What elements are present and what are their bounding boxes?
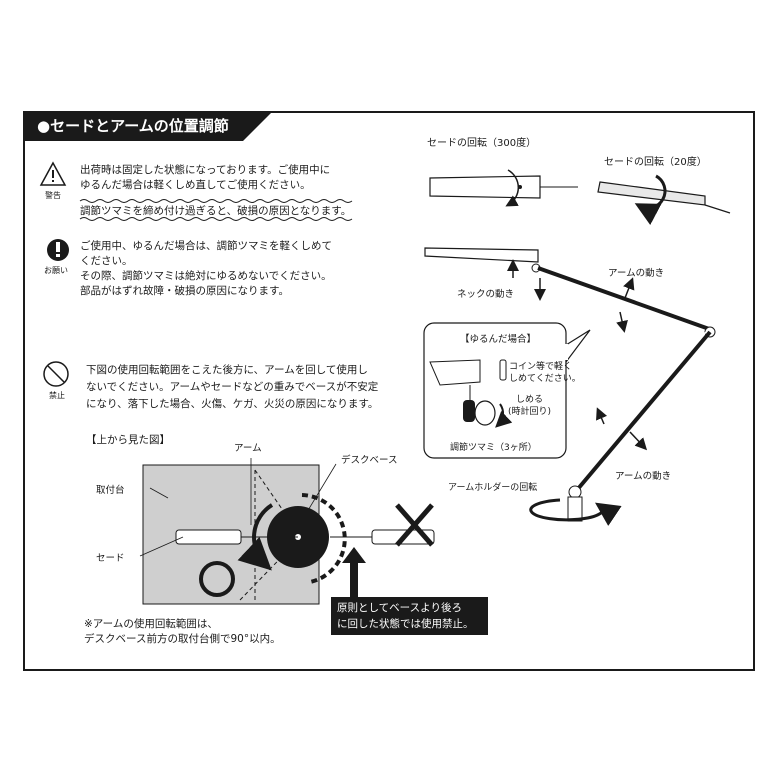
coin-line-1: コイン等で軽く — [509, 362, 573, 372]
warning-note: 調節ツマミを締め付け過ぎると、破損の原因となります。 — [80, 205, 352, 217]
section-frame — [23, 111, 755, 671]
label-neck-motion: ネックの動き — [457, 289, 515, 300]
request-caption: お願い — [44, 266, 68, 275]
shade-side-view — [429, 175, 541, 199]
label-mount: 取付台 — [96, 485, 125, 496]
request-line-3: その際、調節ツマミは絶対にゆるめないでください。 — [80, 270, 332, 282]
prohibition-line-3: になり、落下した場合、火傷、ケガ、火災の原因になります。 — [86, 398, 379, 410]
range-note-line-1: ※アームの使用回転範囲は、 — [84, 618, 218, 630]
warning-line-1: 出荷時は固定した状態になっております。ご使用中に — [80, 164, 331, 176]
lamp-shade — [424, 247, 539, 263]
label-arm-motion-upper: アームの動き — [608, 268, 665, 279]
shade-tilt-view — [597, 181, 706, 206]
prohibition-line-1: 下図の使用回転範囲をこえた後方に、アームを回して使用し — [86, 364, 368, 376]
label-arm-motion-lower: アームの動き — [615, 471, 672, 482]
knob-label: 調節ツマミ（3ヶ所） — [450, 443, 537, 453]
label-arm: アーム — [234, 443, 262, 454]
lower-arm — [575, 330, 712, 492]
ring-icon — [199, 561, 235, 597]
adjust-knob — [474, 400, 496, 426]
request-line-1: ご使用中、ゆるんだ場合は、調節ツマミを軽くしめて — [80, 240, 332, 252]
callout-line-2: に回した状態では使用禁止。 — [337, 618, 474, 630]
prohibition-line-2: ないでください。アームやセードなどの重みでベースが不安定 — [86, 381, 379, 393]
request-line-2: ください。 — [80, 255, 133, 267]
upper-arm — [537, 266, 713, 332]
label-arm-holder-rotation: アームホルダーの回転 — [448, 483, 538, 493]
wavy-divider-top — [79, 199, 353, 203]
wavy-divider-bottom — [79, 217, 353, 221]
warning-caption: 警告 — [45, 191, 61, 200]
request-line-4: 部品がはずれ故障・破損の原因になります。 — [80, 285, 289, 297]
coin-line-2: しめてください。 — [509, 374, 581, 384]
top-view-title: 【上から見た図】 — [86, 434, 170, 446]
exclamation-circle-icon — [47, 239, 69, 261]
label-shade-rotation-300: セードの回転（300度） — [427, 138, 537, 149]
range-note-line-2: デスクベース前方の取付台側で90°以内。 — [84, 633, 281, 645]
prohibition-callout: 原則としてベースより後ろ に回した状態では使用禁止。 — [331, 597, 488, 635]
callout-line-1: 原則としてベースより後ろ — [337, 602, 462, 614]
loose-box — [423, 322, 567, 459]
loose-box-title: 【ゆるんだ場合】 — [460, 334, 537, 345]
label-desk-base: デスクベース — [341, 455, 398, 466]
shade-top-view — [175, 529, 242, 545]
section-title: ●セードとアームの位置調節 — [23, 111, 273, 141]
cross-mark-icon — [395, 503, 434, 547]
tighten-line-1: しめる — [516, 395, 544, 405]
prohibition-caption: 禁止 — [49, 391, 65, 400]
warning-triangle-icon — [39, 161, 67, 186]
arm-holder — [567, 496, 583, 522]
tighten-line-2: (時計回り) — [508, 407, 552, 417]
prohibition-icon — [43, 361, 69, 387]
label-shade: セード — [96, 553, 125, 564]
warning-line-2: ゆるんだ場合は軽くしめ直してご使用ください。 — [80, 179, 311, 191]
label-shade-rotation-20: セードの回転（20度） — [604, 157, 707, 168]
